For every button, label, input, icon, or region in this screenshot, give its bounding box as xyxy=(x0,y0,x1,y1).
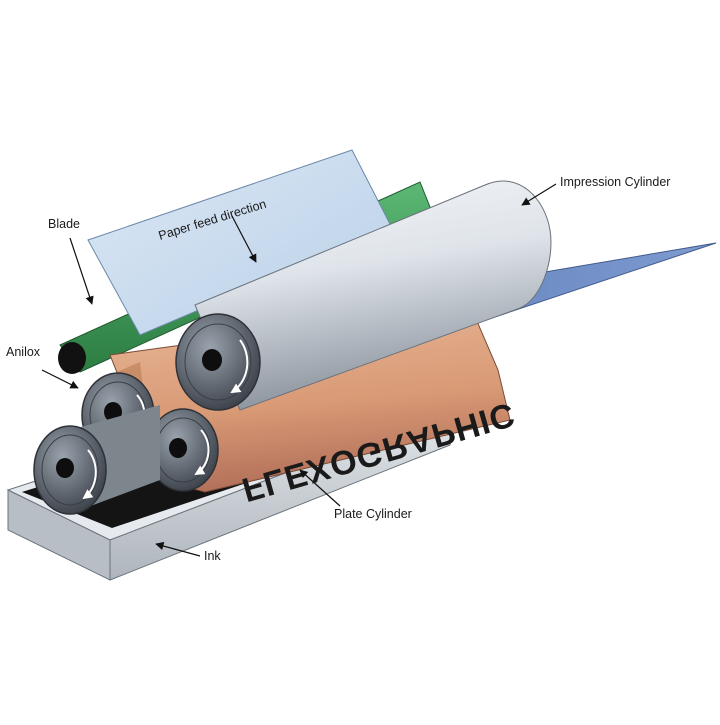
anilox-label: Anilox xyxy=(6,345,41,359)
ink-label: Ink xyxy=(204,549,221,563)
label-ink: Ink xyxy=(155,541,221,563)
label-impression-cylinder: Impression Cylinder xyxy=(521,175,670,206)
ink-roller xyxy=(33,405,160,515)
anilox-arrow xyxy=(41,369,79,389)
blade-label: Blade xyxy=(48,217,80,231)
impression-cylinder-label: Impression Cylinder xyxy=(560,175,670,189)
label-anilox: Anilox xyxy=(6,345,79,389)
paper-feed-arrow xyxy=(231,215,257,263)
blade-arrow xyxy=(69,237,94,305)
ink-arrow xyxy=(155,541,201,557)
label-plate-cylinder: Plate Cylinder xyxy=(299,469,412,521)
impression-cylinder-arrow xyxy=(521,183,557,206)
label-blade: Blade xyxy=(48,217,94,305)
plate-cylinder-arrow xyxy=(299,469,341,507)
plate-cylinder-label: Plate Cylinder xyxy=(334,507,412,521)
impression-cylinder xyxy=(175,180,552,411)
